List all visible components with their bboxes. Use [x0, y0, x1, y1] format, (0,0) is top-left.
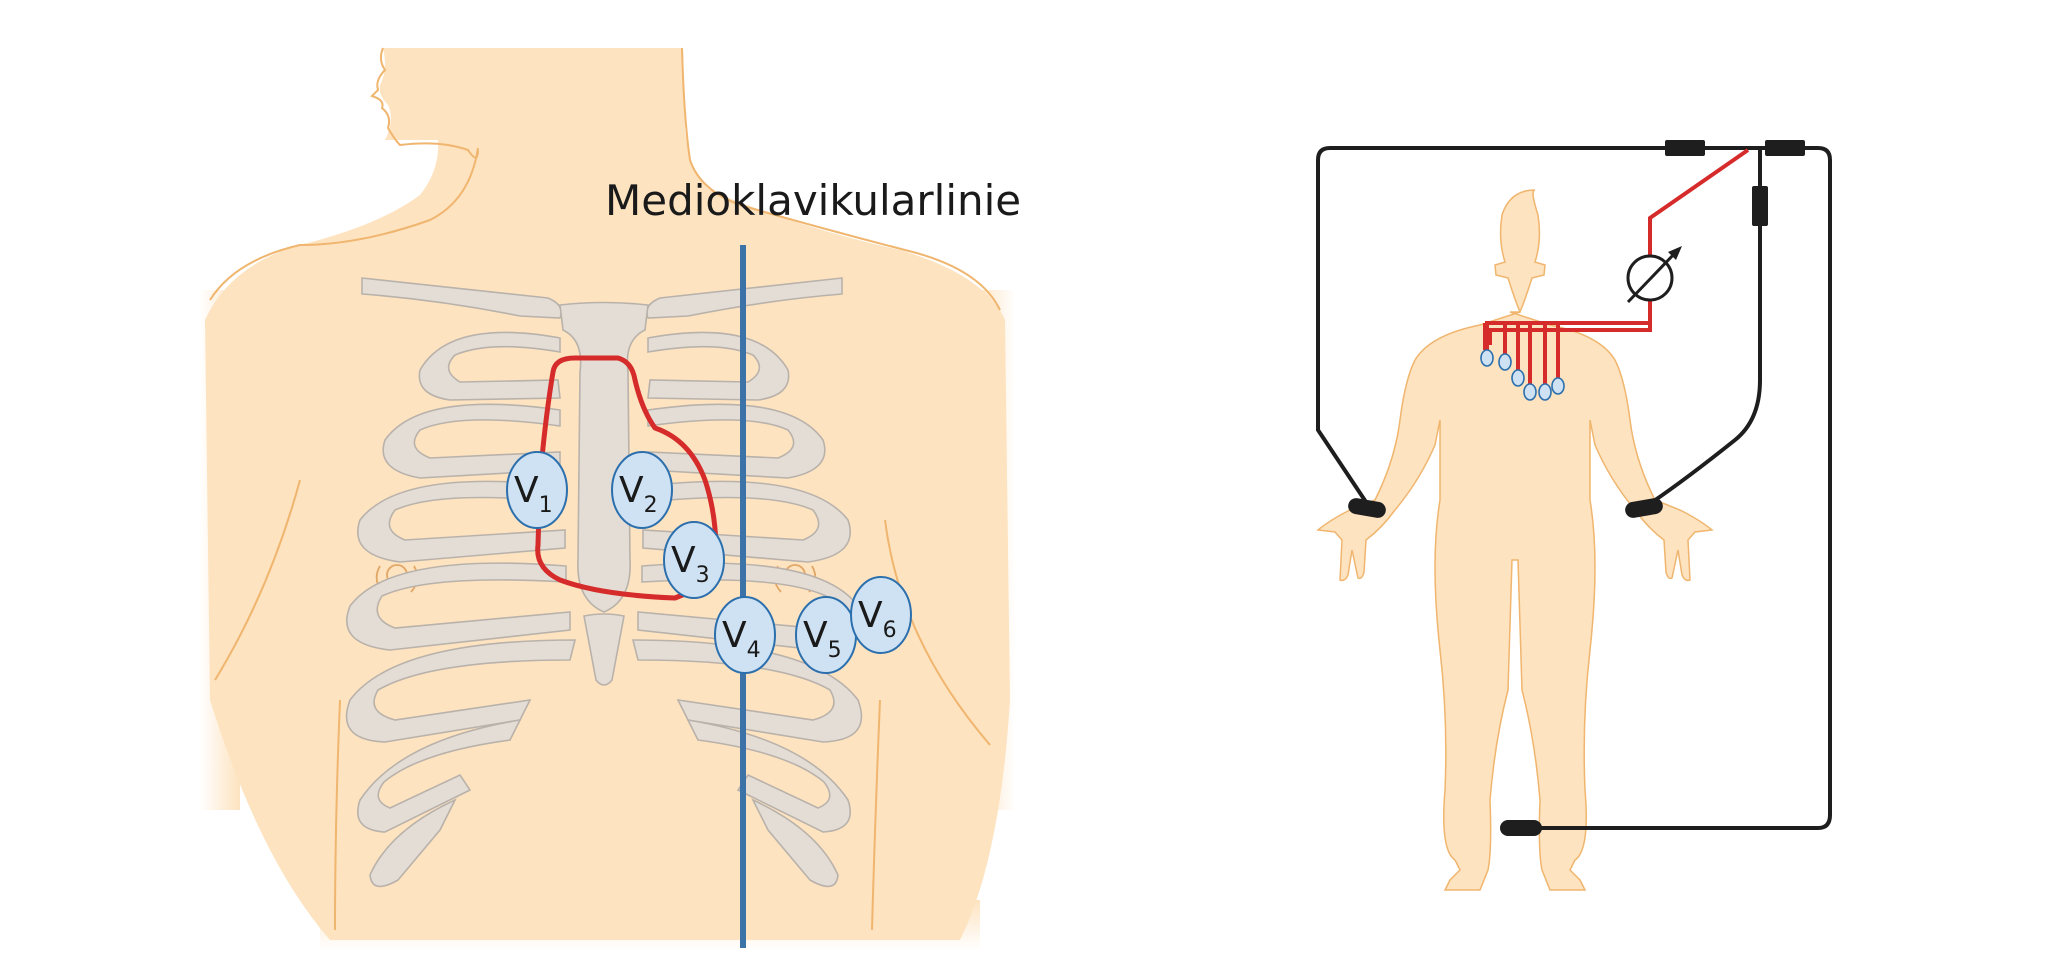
svg-text:V1: V1: [514, 470, 553, 518]
galvanometer-icon: [1626, 246, 1682, 304]
right-arm-outline: [884, 519, 991, 746]
lead-wires: [1483, 148, 1750, 385]
svg-text:V5: V5: [803, 615, 842, 663]
face-outline: [370, 47, 479, 159]
resistor-top-right: [1765, 140, 1805, 156]
right-flank-outline: [871, 699, 881, 931]
electrode-v5: V5: [795, 596, 857, 674]
midclavicular-label: Medioklavikularlinie: [605, 176, 1021, 225]
band-right-wrist: [1625, 498, 1663, 518]
electrode-v3: V3: [663, 521, 725, 599]
band-right-ankle: [1500, 820, 1542, 836]
electrode-v2: V2: [611, 451, 673, 529]
chest-electrodes-small: [1480, 349, 1565, 401]
body-silhouette: [1316, 189, 1714, 891]
resistor-top-left: [1665, 140, 1705, 156]
electrode-v1: V1: [506, 451, 568, 529]
chest-panel: Medioklavikularlinie V1 V2 V3 V4 V5 V6: [200, 47, 1021, 950]
neck-left-outline: [209, 147, 479, 301]
electrode-v6: V6: [850, 576, 912, 654]
svg-text:V6: V6: [858, 595, 897, 643]
left-flank-outline: [334, 699, 341, 931]
svg-text:V3: V3: [671, 540, 710, 588]
left-arm-outline: [214, 479, 301, 681]
electrode-v4: V4: [714, 596, 776, 674]
sternum: [559, 301, 649, 613]
limb-cables: [1316, 146, 1832, 830]
xiphoid: [583, 613, 625, 686]
svg-text:V2: V2: [619, 470, 658, 518]
clavicle-left: [361, 277, 562, 319]
band-left-wrist: [1348, 498, 1386, 518]
svg-text:V4: V4: [722, 615, 761, 663]
body-circuit-panel: [1316, 140, 1832, 891]
resistor-vertical: [1752, 186, 1768, 226]
neck-right-outline: [681, 47, 1001, 311]
